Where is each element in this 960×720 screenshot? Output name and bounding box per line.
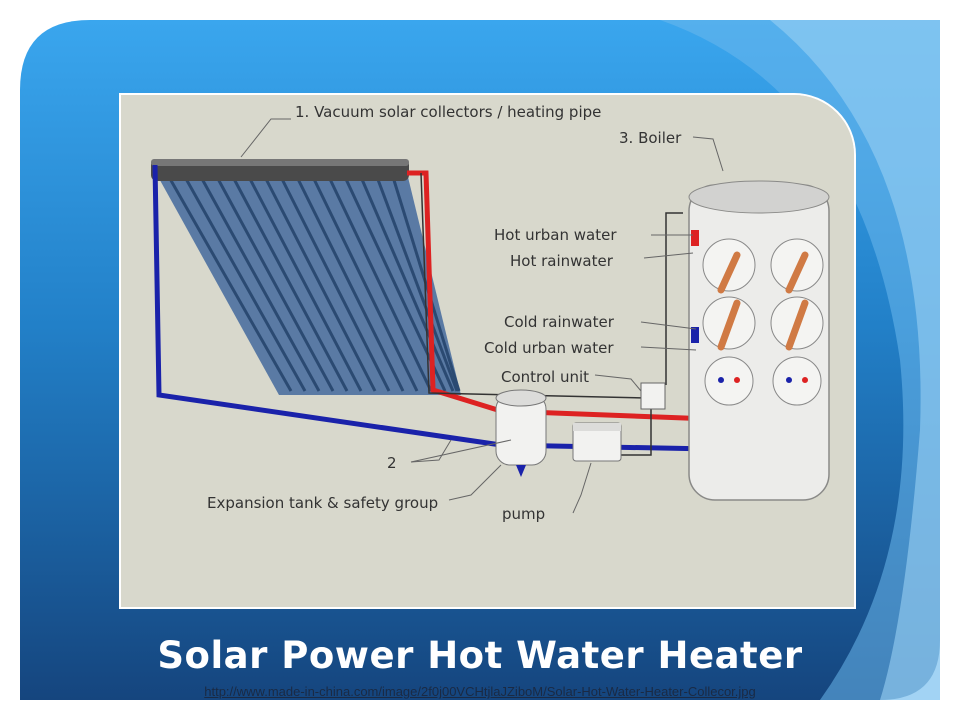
label-cold-urban-water: Cold urban water — [484, 339, 614, 357]
solar-heater-diagram: 1. Vacuum solar collectors / heating pip… — [121, 95, 854, 607]
label-cold-rainwater: Cold rainwater — [504, 313, 615, 331]
control-unit-box — [640, 382, 666, 410]
slide-title: Solar Power Hot Water Heater — [157, 634, 803, 677]
diagram-image: 1. Vacuum solar collectors / heating pip… — [121, 95, 854, 607]
label-hot-urban-water: Hot urban water — [494, 226, 617, 244]
expansion-tank — [495, 389, 547, 477]
boiler-tank — [688, 180, 830, 501]
label-collectors: 1. Vacuum solar collectors / heating pip… — [295, 103, 601, 121]
label-hot-rainwater: Hot rainwater — [510, 252, 614, 270]
source-url-link[interactable]: http://www.made-in-china.com/image/2f0j0… — [204, 684, 756, 699]
label-pump: pump — [502, 505, 545, 523]
label-group-number: 2 — [387, 454, 397, 472]
pump — [572, 422, 622, 462]
label-boiler: 3. Boiler — [619, 129, 682, 147]
label-expansion-tank: Expansion tank & safety group — [207, 494, 438, 512]
solar-collector — [151, 159, 461, 395]
label-control-unit: Control unit — [501, 368, 589, 386]
